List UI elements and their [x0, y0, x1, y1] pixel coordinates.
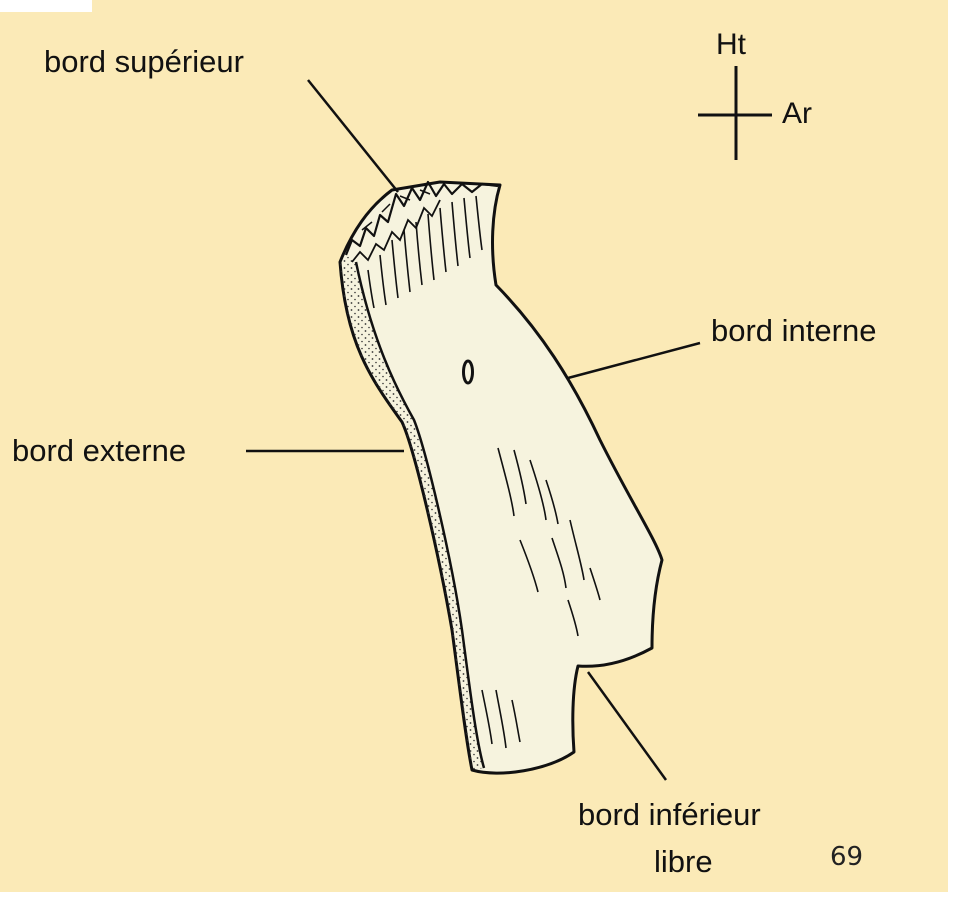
leader-bord-interne [568, 343, 700, 378]
foramen [464, 361, 473, 383]
leader-bord-inferieur [588, 672, 666, 780]
label-bord-interne: bord interne [711, 315, 876, 346]
label-bord-superieur: bord supérieur [44, 46, 244, 77]
label-bord-externe: bord externe [12, 435, 186, 466]
orientation-back-label: Ar [782, 99, 812, 129]
label-bord-inferieur-line1: bord inférieur [578, 799, 761, 830]
leader-bord-superieur [308, 80, 398, 192]
bone-outline [340, 182, 662, 773]
orientation-up-label: Ht [716, 30, 746, 60]
page-number: 69 [830, 842, 863, 872]
orientation-cross-icon [698, 66, 772, 160]
label-bord-inferieur-line2: libre [654, 846, 713, 877]
